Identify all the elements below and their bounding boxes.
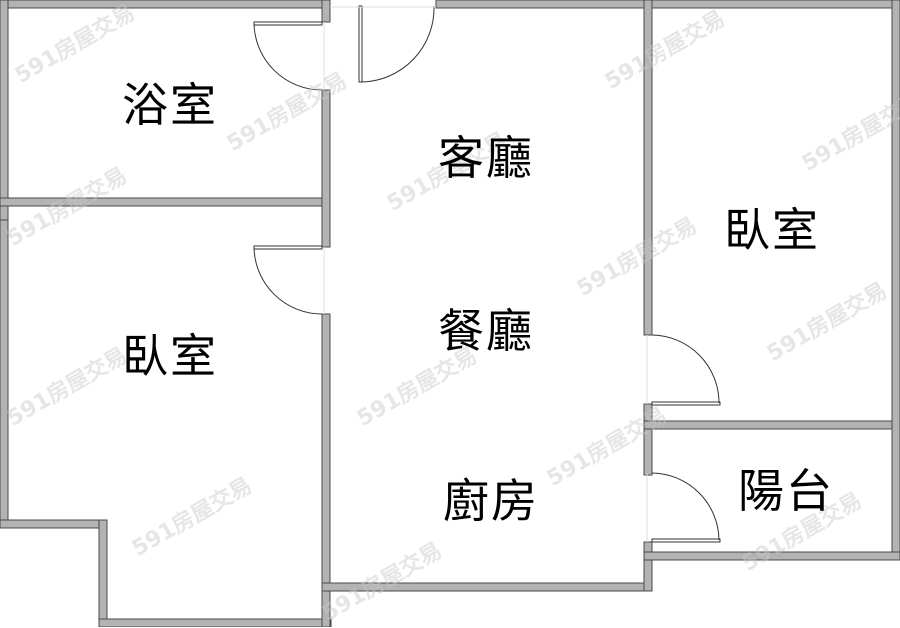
bedroom-left-door[interactable] bbox=[253, 245, 325, 315]
wall-kitchen-right-1 bbox=[643, 0, 653, 336]
entrance-door[interactable] bbox=[330, 5, 436, 83]
wall-bottom-kitchen bbox=[321, 582, 651, 592]
room-label-kitchen: 廚房 bbox=[443, 474, 539, 528]
wall-right bbox=[891, 0, 900, 561]
wall-left-lower bbox=[0, 219, 9, 526]
wall-kitchen-right-3 bbox=[643, 541, 653, 592]
wall-interior-v3 bbox=[321, 313, 331, 627]
room-label-bedroom-right: 臥室 bbox=[724, 203, 820, 257]
wall-interior-v1 bbox=[321, 0, 331, 23]
room-label-balcony: 陽台 bbox=[738, 464, 834, 518]
wall-bottom-left bbox=[98, 618, 332, 627]
wall-top-left bbox=[0, 0, 331, 9]
room-label-bathroom: 浴室 bbox=[122, 78, 218, 132]
wall-bath-bedroom bbox=[0, 197, 331, 207]
wall-top-right bbox=[435, 0, 900, 9]
balcony-door[interactable] bbox=[646, 472, 721, 543]
wall-interior-v2 bbox=[321, 89, 331, 248]
wall-step-vertical bbox=[98, 519, 108, 627]
room-label-bedroom-left: 臥室 bbox=[122, 329, 218, 383]
room-label-living-room: 客廳 bbox=[438, 131, 534, 185]
wall-left bbox=[0, 0, 9, 228]
bedroom-right-door[interactable] bbox=[646, 334, 721, 406]
wall-balcony-bottom bbox=[643, 551, 900, 561]
doors bbox=[253, 5, 721, 543]
room-label-dining-room: 餐廳 bbox=[438, 304, 534, 358]
wall-bedroom-balcony bbox=[643, 420, 900, 430]
bathroom-door[interactable] bbox=[253, 21, 325, 91]
wall-step-horizontal bbox=[0, 519, 108, 529]
wall-kitchen-right-2 bbox=[643, 403, 653, 476]
